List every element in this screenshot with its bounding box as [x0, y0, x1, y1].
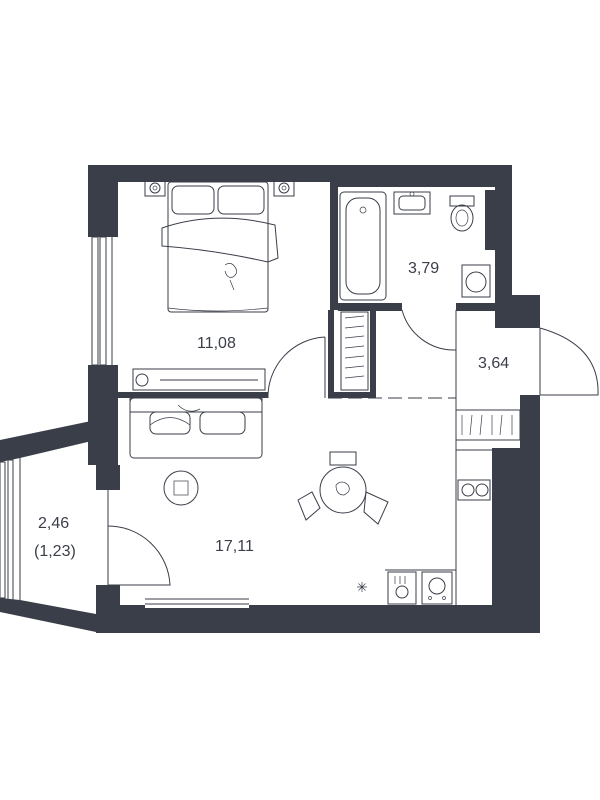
exterior-walls	[88, 165, 540, 633]
hallway-area-label: 3,64	[478, 355, 509, 372]
tv-stand-icon	[132, 368, 266, 391]
interior-walls	[118, 182, 496, 590]
bathroom-area-label: 3,79	[408, 260, 439, 277]
door-swing-icon	[539, 327, 599, 396]
double-bed-icon	[161, 181, 279, 313]
balcony-reduced-area-label: (1,23)	[34, 543, 76, 560]
nightstand-lamp-icon	[144, 179, 166, 197]
cooktop-icon	[457, 479, 491, 501]
round-dining-table-icon	[297, 451, 389, 525]
toilet-icon	[449, 195, 475, 232]
bedroom-window	[91, 236, 113, 366]
living-window	[145, 598, 249, 608]
armchair-icon	[163, 470, 199, 506]
door-swing-icon	[107, 490, 171, 586]
door-swing-icon	[267, 336, 326, 399]
sink-icon	[393, 191, 431, 215]
washing-machine-icon	[461, 264, 491, 298]
living-kitchen-area-label: 17,11	[215, 538, 254, 555]
kitchen-sink-icon	[387, 571, 417, 605]
wardrobe-icon	[340, 311, 369, 391]
wardrobe-icon	[455, 409, 521, 441]
balcony-walls	[0, 420, 96, 632]
door-swing-icon	[401, 309, 457, 351]
sparkle-icon	[357, 582, 367, 592]
bathtub-icon	[339, 191, 387, 301]
bedroom-area-label: 11,08	[197, 335, 236, 352]
nightstand-lamp-icon	[273, 179, 295, 197]
sofa-icon	[129, 397, 263, 459]
balcony-area-label: 2,46	[38, 515, 69, 532]
stove-icon	[421, 571, 453, 605]
kitchen-counter	[385, 449, 492, 605]
